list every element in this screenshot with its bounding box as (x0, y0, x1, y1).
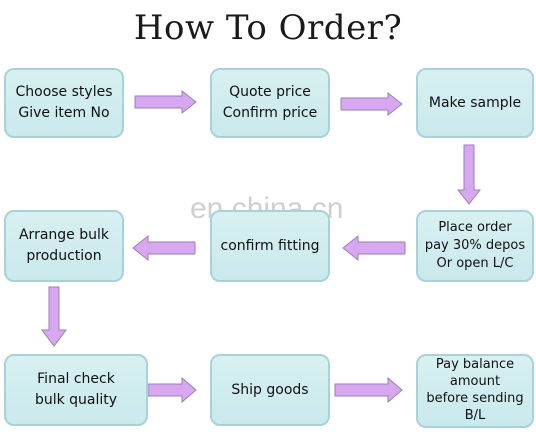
arrow-left-1 (342, 234, 406, 262)
arrow-down-1 (456, 144, 482, 205)
step-line: Ship goods (231, 381, 309, 398)
step-line: Place order (438, 219, 512, 235)
step-line: Confirm price (222, 105, 318, 121)
step-line: Or open L/C (436, 256, 514, 272)
step-line: amount (449, 374, 501, 390)
arrow-right-4 (334, 376, 403, 404)
step-line: Quote price (229, 84, 311, 100)
step-line: confirm fitting (220, 237, 320, 254)
page-title: How To Order? (133, 8, 403, 48)
step-pay-balance: Pay balance amount before sending B/L (416, 354, 534, 428)
step-line: Make sample (428, 94, 522, 111)
step-line: Choose styles (15, 84, 113, 100)
arrow-down-2 (41, 286, 67, 347)
step-line: Final check (37, 371, 115, 387)
step-choose-styles: Choose styles Give item No (4, 68, 124, 138)
step-line: Arrange bulk (18, 227, 109, 243)
arrow-left-2 (132, 234, 196, 262)
step-ship-goods: Ship goods (210, 354, 330, 426)
arrow-right-2 (340, 91, 403, 117)
step-arrange-bulk: Arrange bulk production (4, 210, 124, 282)
step-final-check: Final check bulk quality (4, 354, 148, 426)
step-make-sample: Make sample (416, 68, 534, 138)
step-line: Pay balance (435, 357, 515, 373)
step-line: bulk quality (34, 392, 118, 408)
step-line: before sending (426, 391, 524, 406)
step-place-order: Place order pay 30% depos Or open L/C (416, 210, 534, 282)
arrow-right-3 (147, 376, 197, 404)
step-line: pay 30% depos (424, 237, 526, 253)
step-line: production (26, 248, 102, 264)
step-quote-price: Quote price Confirm price (210, 68, 330, 138)
step-confirm-fitting: confirm fitting (210, 210, 330, 282)
arrow-right-1 (134, 89, 197, 115)
step-line: B/L (464, 407, 486, 423)
step-line: Give item No (18, 105, 110, 121)
